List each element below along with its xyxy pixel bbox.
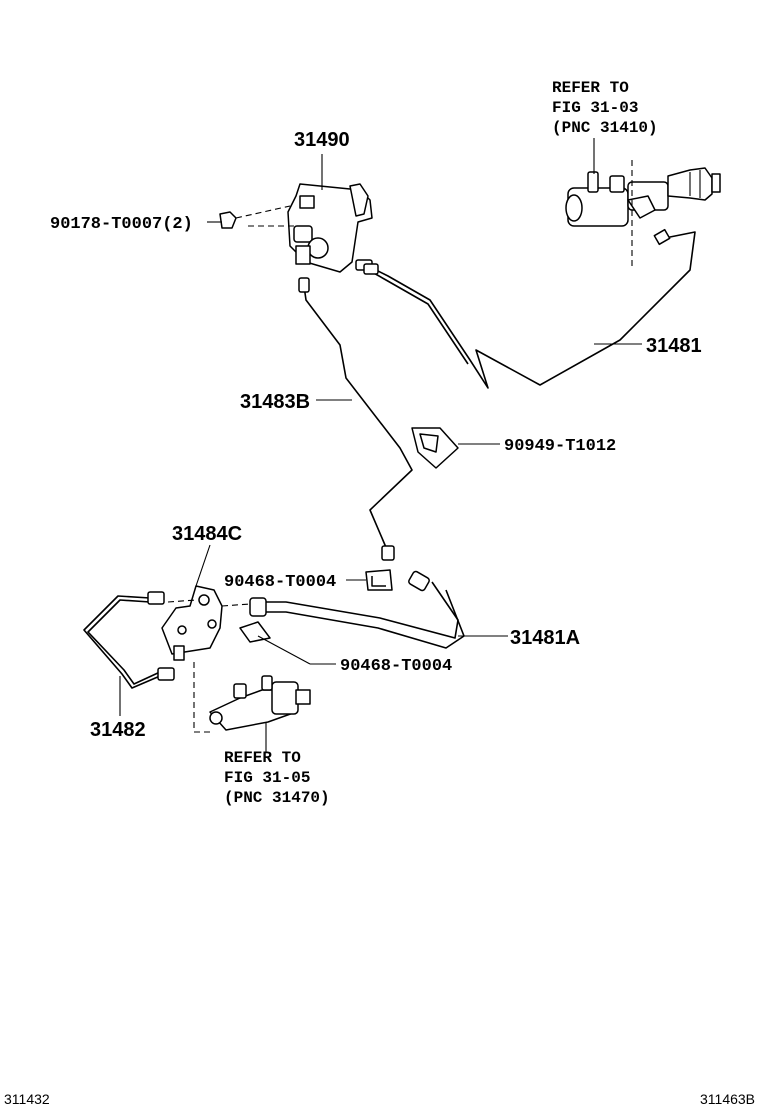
label-31481: 31481: [646, 335, 702, 357]
refer-bottom-line2: FIG 31-05: [224, 769, 310, 787]
label-31482: 31482: [90, 719, 146, 741]
hose-31481a: [260, 581, 459, 639]
footer-left-code: 311432: [4, 1091, 50, 1107]
refer-top-line1: REFER TO: [552, 79, 629, 97]
refer-top-line2: FIG 31-03: [552, 99, 638, 117]
footer-right-code: 311463B: [700, 1091, 755, 1107]
label-31483b: 31483B: [240, 391, 310, 413]
pipe-31481: [371, 231, 696, 389]
clip-90468-lower: [239, 621, 271, 643]
label-31484c: 31484C: [172, 523, 242, 545]
pipe-31483b: [303, 285, 413, 553]
clip-90468-upper: [365, 569, 393, 591]
bolt-90178: [219, 211, 237, 229]
label-31490: 31490: [294, 129, 350, 151]
label-90468-upper: 90468-T0004: [224, 573, 336, 592]
accumulator-31490: [287, 183, 373, 273]
label-90178: 90178-T0007(2): [50, 215, 193, 234]
release-cylinder-reference: [209, 675, 311, 731]
master-cylinder-reference: [565, 167, 721, 227]
label-90949: 90949-T1012: [504, 437, 616, 456]
bracket-31484c: [161, 585, 223, 661]
bolt-dashline: [235, 205, 291, 219]
label-31481a: 31481A: [510, 627, 580, 649]
pipe-31482: [83, 595, 161, 689]
clamp-90949: [411, 427, 459, 469]
refer-top-line3: (PNC 31410): [552, 119, 658, 137]
refer-bottom-line3: (PNC 31470): [224, 789, 330, 807]
label-90468-lower: 90468-T0004: [340, 657, 452, 676]
refer-bottom-line1: REFER TO: [224, 749, 301, 767]
